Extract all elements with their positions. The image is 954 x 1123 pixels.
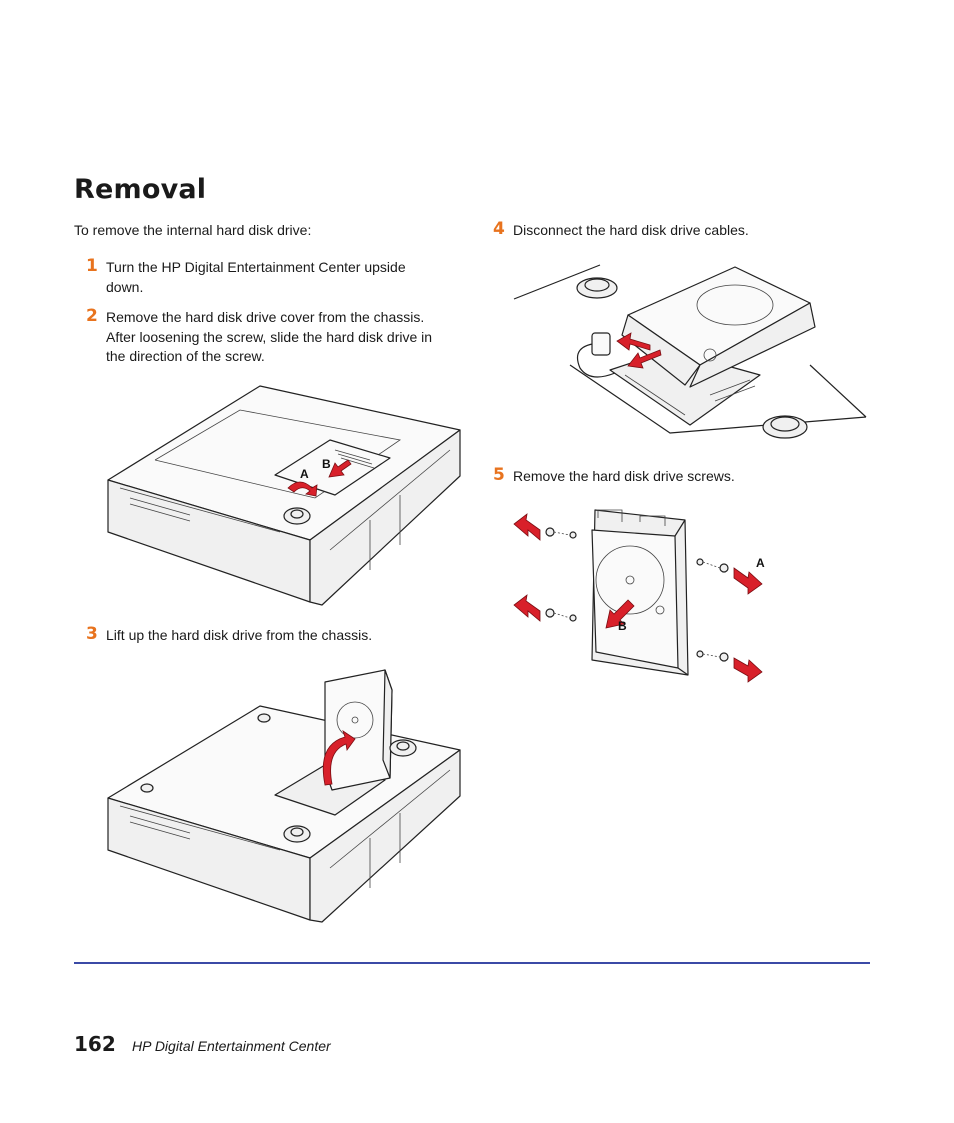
step-2-line-1: Remove the hard disk drive cover from th… bbox=[106, 309, 425, 325]
figure-step-2-chassis: A B bbox=[107, 385, 461, 606]
step-1-line-2: down. bbox=[106, 278, 144, 295]
callout-b: B bbox=[322, 457, 331, 471]
callout-b: B bbox=[618, 619, 627, 633]
step-3-text: Lift up the hard disk drive from the cha… bbox=[106, 626, 372, 646]
step-2-line-2: After loosening the screw, slide the har… bbox=[106, 328, 433, 345]
page-number: 162 bbox=[74, 1032, 116, 1056]
step-1-number: 1 bbox=[86, 256, 98, 276]
step-2-line-3: the direction of the screw. bbox=[106, 348, 265, 364]
step-4-text: Disconnect the hard disk drive cables. bbox=[513, 221, 749, 241]
figure-step-4-disconnect-cables bbox=[513, 264, 867, 439]
step-2-number: 2 bbox=[86, 306, 98, 326]
footer-title: HP Digital Entertainment Center bbox=[132, 1038, 331, 1054]
step-1-line-1: Turn the HP Digital Entertainment Center… bbox=[106, 259, 406, 275]
step-4-line-1: Disconnect the hard disk drive cables. bbox=[513, 222, 749, 238]
callout-a: A bbox=[756, 556, 765, 570]
callout-a: A bbox=[300, 467, 309, 481]
step-2-text: Remove the hard disk drive cover from th… bbox=[106, 308, 432, 367]
step-3-number: 3 bbox=[86, 624, 98, 644]
step-1-text: Turn the HP Digital Entertainment Center… bbox=[106, 258, 406, 297]
section-heading: Removal bbox=[74, 174, 207, 205]
step-3-line-1: Lift up the hard disk drive from the cha… bbox=[106, 627, 373, 643]
step-4-number: 4 bbox=[493, 219, 505, 239]
figure-step-5-remove-screws: A B bbox=[513, 509, 765, 683]
step-5-line-1: Remove the hard disk drive screws. bbox=[513, 468, 735, 484]
step-5-text: Remove the hard disk drive screws. bbox=[513, 467, 735, 487]
step-5-number: 5 bbox=[493, 465, 505, 485]
figure-step-3-lift-drive bbox=[107, 669, 461, 923]
intro-text: To remove the internal hard disk drive: bbox=[74, 222, 312, 238]
footer-rule bbox=[74, 962, 870, 964]
